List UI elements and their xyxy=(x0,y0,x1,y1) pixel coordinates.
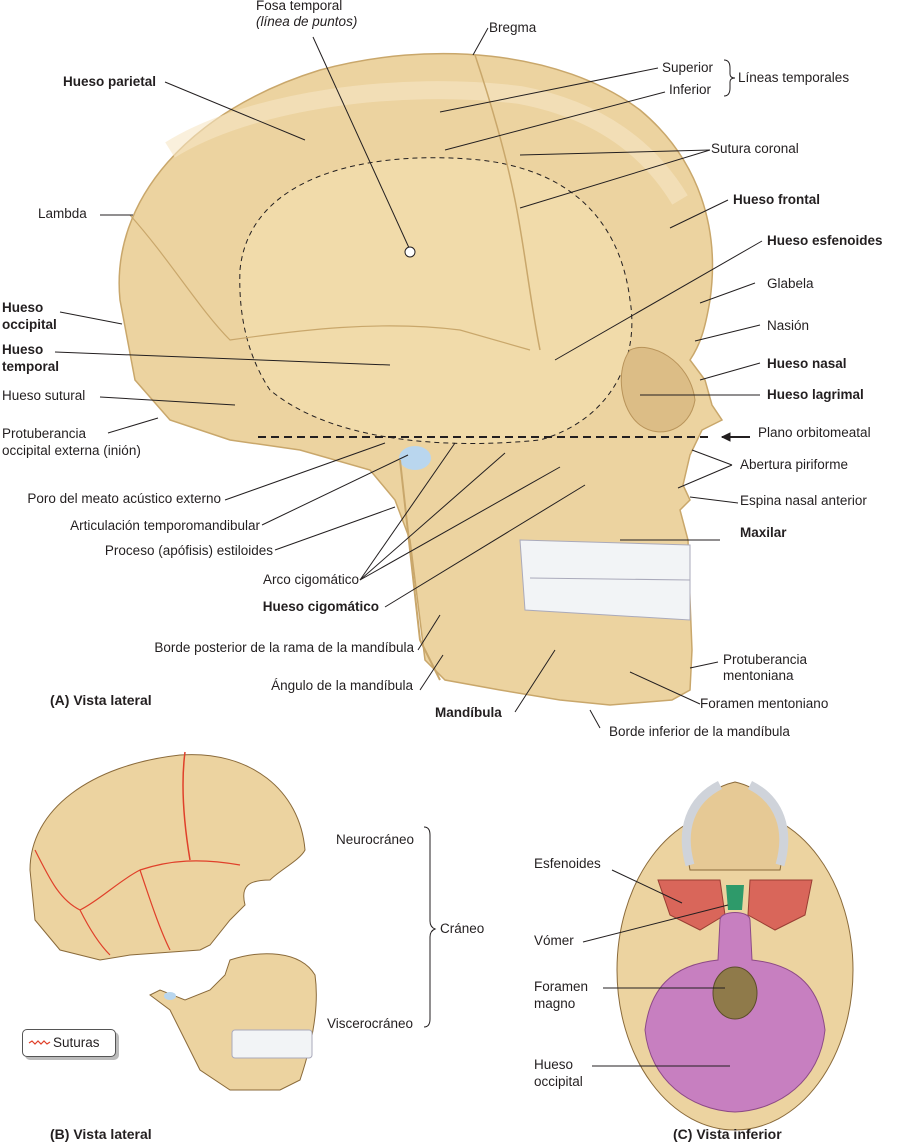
label-bregma: Bregma xyxy=(489,20,537,35)
caption-panel-b: (B) Vista lateral xyxy=(50,1126,152,1142)
skull-lateral-a xyxy=(118,52,724,706)
label-fosa-temporal-note: (línea de puntos) xyxy=(256,14,358,29)
brace-lineas-temporales xyxy=(723,59,736,97)
legend-suturas-label: Suturas xyxy=(53,1035,100,1050)
label-lineas-temporales: Líneas temporales xyxy=(738,70,850,85)
label-vomer: Vómer xyxy=(534,933,574,948)
label-arco-cigomatico: Arco cigomático xyxy=(262,572,359,587)
label-abertura-piriforme: Abertura piriforme xyxy=(740,457,849,472)
label-superior: Superior xyxy=(662,60,714,75)
label-plano-orbitomeatal: Plano orbitomeatal xyxy=(758,425,871,440)
label-hueso-lagrimal: Hueso lagrimal xyxy=(767,387,864,402)
label-protuberancia-occipital-2: occipital externa (inión) xyxy=(2,443,141,458)
label-hueso-nasal: Hueso nasal xyxy=(767,356,847,371)
label-articulacion-tm: Articulación temporomandibular xyxy=(70,518,260,533)
caption-panel-c: (C) Vista inferior xyxy=(673,1126,782,1142)
label-hueso-temporal-1: Hueso xyxy=(2,342,44,357)
label-foramen-magno-2: magno xyxy=(534,996,576,1011)
label-protuberancia-mentoniana-2: mentoniana xyxy=(723,668,794,683)
suture-line-icon xyxy=(28,1040,51,1045)
label-inferior: Inferior xyxy=(669,82,712,97)
label-lambda: Lambda xyxy=(38,206,87,221)
legend-suturas: Suturas xyxy=(22,1029,116,1057)
label-foramen-magno-1: Foramen xyxy=(534,979,589,994)
label-nasion: Nasión xyxy=(767,318,810,333)
label-hueso-occipital-1: Hueso xyxy=(2,300,44,315)
label-mandibula: Mandíbula xyxy=(435,705,502,720)
caption-panel-a: (A) Vista lateral xyxy=(50,692,152,708)
label-craneo: Cráneo xyxy=(440,921,485,936)
leader-lines-c xyxy=(582,869,730,1067)
label-foramen-mentoniano: Foramen mentoniano xyxy=(700,696,829,711)
label-angulo-mandibula: Ángulo de la mandíbula xyxy=(271,678,413,693)
label-hueso-occipital-c-1: Hueso xyxy=(534,1057,574,1072)
label-proceso-estiloides: Proceso (apófisis) estiloides xyxy=(104,543,273,558)
label-glabela: Glabela xyxy=(767,276,814,291)
label-hueso-sutural: Hueso sutural xyxy=(2,388,86,403)
leader-lines-a xyxy=(54,27,763,729)
label-hueso-esfenoides: Hueso esfenoides xyxy=(767,233,883,248)
skull-inferior-c xyxy=(616,780,854,1131)
label-neurocraneo: Neurocráneo xyxy=(336,832,415,847)
label-hueso-frontal: Hueso frontal xyxy=(733,192,821,207)
label-hueso-temporal-2: temporal xyxy=(2,359,60,374)
skull-exploded-b xyxy=(29,751,317,1091)
label-sutura-coronal: Sutura coronal xyxy=(711,141,799,156)
label-borde-inferior-mandibula: Borde inferior de la mandíbula xyxy=(609,724,790,739)
brace-craneo xyxy=(423,826,437,1028)
label-espina-nasal-anterior: Espina nasal anterior xyxy=(740,493,867,508)
label-protuberancia-mentoniana-1: Protuberancia xyxy=(723,652,808,667)
label-hueso-parietal: Hueso parietal xyxy=(63,74,157,89)
label-hueso-occipital-c-2: occipital xyxy=(534,1074,583,1089)
label-fosa-temporal: Fosa temporal xyxy=(256,0,343,13)
label-hueso-occipital-2: occipital xyxy=(2,317,57,332)
label-borde-posterior-rama: Borde posterior de la rama de la mandíbu… xyxy=(154,640,414,655)
label-viscerocraneo: Viscerocráneo xyxy=(327,1016,414,1031)
label-esfenoides: Esfenoides xyxy=(534,856,601,871)
label-hueso-cigomatico: Hueso cigomático xyxy=(262,599,379,614)
label-poro-meato: Poro del meato acústico externo xyxy=(27,491,221,506)
label-protuberancia-occipital-1: Protuberancia xyxy=(2,426,87,441)
label-maxilar: Maxilar xyxy=(740,525,787,540)
